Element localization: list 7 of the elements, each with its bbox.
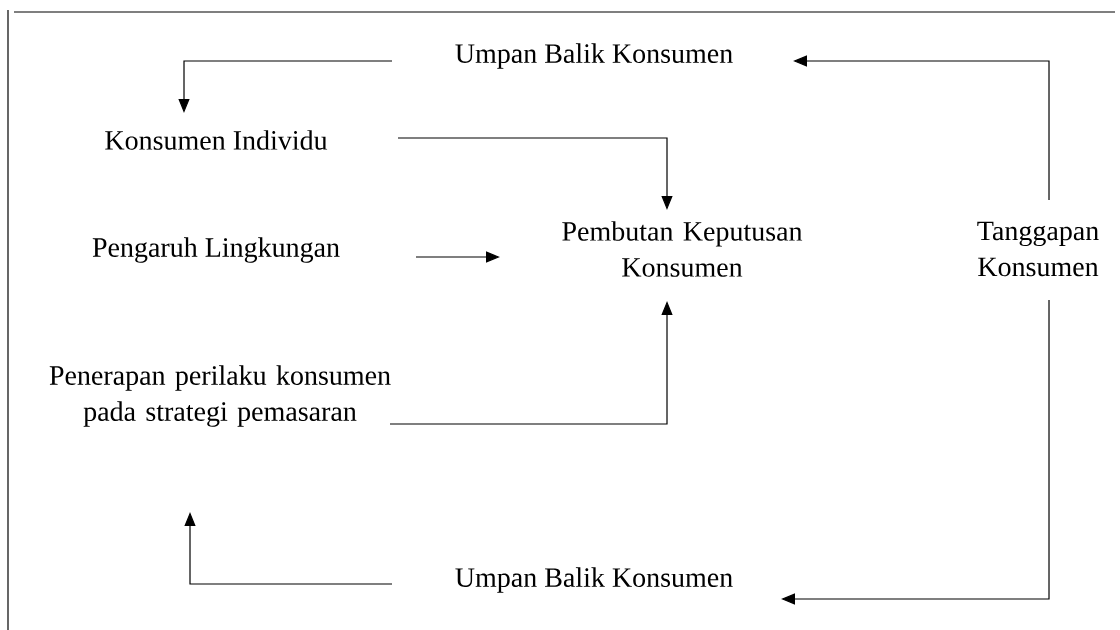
- node-label: Umpan Balik Konsumen: [455, 567, 733, 593]
- node-label: Penerapan perilaku konsumen pada strategi pemasaran: [49, 365, 391, 427]
- node-label: Umpan Balik Konsumen: [455, 43, 733, 69]
- node-label: Tanggapan Konsumen: [977, 221, 1099, 277]
- node-label: Konsumen Individu: [105, 130, 328, 150]
- node-label: Pengaruh Lingkungan: [92, 237, 340, 263]
- node-label: Pembutan Keputusan Konsumen: [562, 221, 803, 277]
